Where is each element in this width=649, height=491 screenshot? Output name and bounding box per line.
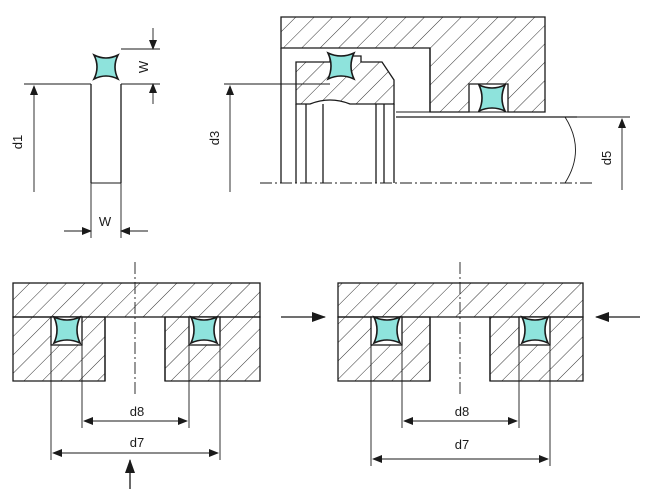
quad-ring-seal-icon: [52, 315, 82, 345]
quad-ring-seal-icon: [477, 83, 507, 113]
w-label-bottom: W: [99, 214, 112, 229]
ring-view: W d1 W: [10, 28, 160, 238]
quad-ring-seal-icon: [326, 51, 356, 81]
rod-housing-view: d3 d5: [207, 16, 630, 192]
d8-label-right: d8: [455, 404, 469, 419]
quad-ring-seal-icon: [372, 315, 402, 345]
d7-label-left: d7: [130, 435, 144, 450]
face-seal-external-view: d8 d7: [337, 262, 584, 466]
quad-ring-seal-icon: [520, 315, 550, 345]
w-label-top: W: [136, 60, 151, 73]
d8-label-left: d8: [130, 404, 144, 419]
quad-ring-seal-icon: [189, 315, 219, 345]
face-seal-internal-view: d8 d7: [12, 262, 261, 489]
d7-label-right: d7: [455, 437, 469, 452]
quad-ring-seal-icon: [92, 53, 120, 81]
d3-label: d3: [207, 131, 222, 145]
d1-label: d1: [10, 135, 25, 149]
d5-label: d5: [599, 151, 614, 165]
